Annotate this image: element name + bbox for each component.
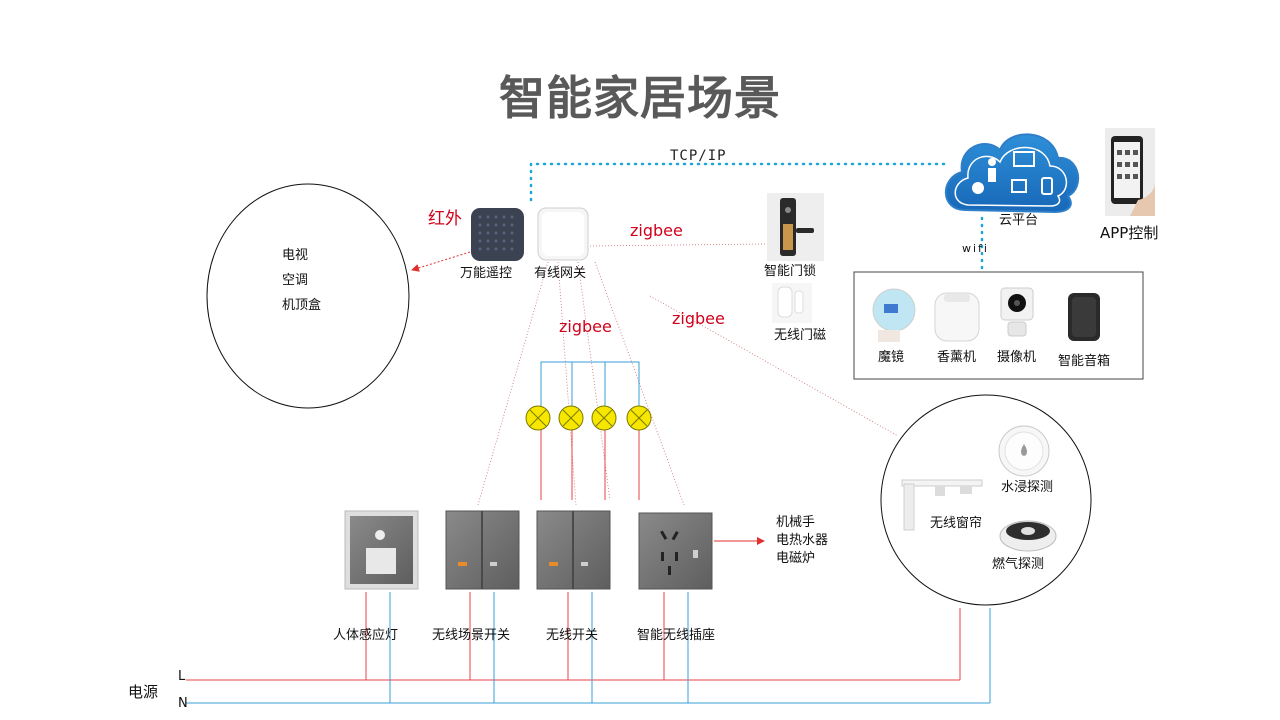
tcp-ip-link <box>529 162 947 202</box>
lamp-icon <box>626 405 652 431</box>
remote-label: 万能遥控 <box>460 266 513 281</box>
aroma-diffuser-icon <box>934 292 980 342</box>
appliance-item: 空调 <box>282 273 309 288</box>
panel-label: 人体感应灯 <box>333 628 399 643</box>
tcp-ip-label: TCP/IP <box>670 148 727 164</box>
curtain-label: 无线窗帘 <box>930 516 983 531</box>
universal-remote-icon <box>471 208 524 261</box>
zigbee-label-sensors: zigbee <box>672 309 725 328</box>
panel-label: 无线开关 <box>546 628 599 643</box>
magic-mirror-icon <box>872 288 916 342</box>
zigbee-label-lock: zigbee <box>630 221 683 240</box>
door-sensor-label: 无线门磁 <box>774 328 827 343</box>
neutral-label: N <box>178 696 188 711</box>
appliance-item: 电视 <box>282 248 309 263</box>
water-sensor-icon <box>998 425 1050 477</box>
lamp-icons <box>525 405 652 431</box>
gateway-label: 有线网关 <box>534 266 587 281</box>
power-wiring <box>186 592 991 704</box>
smart-speaker-icon <box>1068 293 1100 341</box>
panel-label: 智能无线插座 <box>637 628 716 643</box>
smart-lock-label: 智能门锁 <box>764 264 817 279</box>
smartphone-icon <box>1105 128 1156 216</box>
cloud-label: 云平台 <box>999 213 1039 228</box>
live-label: L <box>178 669 186 684</box>
wifi-device-label: 香薰机 <box>937 350 977 365</box>
panel-label: 无线场景开关 <box>432 628 511 643</box>
wifi-device-label: 智能音箱 <box>1058 354 1111 369</box>
camera-icon <box>1000 287 1034 337</box>
gas-sensor-label: 燃气探测 <box>992 557 1045 572</box>
water-sensor-label: 水浸探测 <box>1001 480 1054 495</box>
appliance-list: 电视 空调 机顶盒 <box>282 243 321 318</box>
wifi-label: wifi <box>962 242 989 255</box>
door-sensor-icon <box>772 283 812 323</box>
power-label: 电源 <box>128 683 159 701</box>
wireless-switch-panel <box>536 510 611 590</box>
wifi-device-label: 摄像机 <box>997 350 1037 365</box>
socket-output-item: 电热水器 <box>776 533 829 548</box>
sensor-circle <box>880 394 1092 606</box>
socket-output-list: 机械手 电热水器 电磁炉 <box>776 514 828 568</box>
socket-output-item: 机械手 <box>776 515 816 530</box>
zigbee-label-panels: zigbee <box>559 317 612 336</box>
curtain-track-icon <box>901 479 983 531</box>
lamp-icon <box>558 405 584 431</box>
wired-gateway-icon <box>537 207 589 261</box>
lamp-wiring <box>540 361 640 410</box>
ir-label: 红外 <box>428 209 462 229</box>
page-title: 智能家居场景 <box>499 71 781 125</box>
smart-socket-panel <box>638 512 713 590</box>
appliance-circle <box>206 183 410 409</box>
socket-output-item: 电磁炉 <box>776 551 816 566</box>
wifi-device-label: 魔镜 <box>878 350 905 365</box>
gas-sensor-icon <box>999 520 1057 552</box>
scene-switch-panel <box>445 510 520 590</box>
lamp-icon <box>525 405 551 431</box>
appliance-item: 机顶盒 <box>282 298 322 313</box>
lamp-icon <box>591 405 617 431</box>
lamp-drops <box>540 428 640 500</box>
app-label: APP控制 <box>1100 224 1159 242</box>
motion-light-panel <box>344 510 419 590</box>
cloud-platform-icon <box>944 133 1080 214</box>
smart-lock-icon <box>767 193 824 261</box>
